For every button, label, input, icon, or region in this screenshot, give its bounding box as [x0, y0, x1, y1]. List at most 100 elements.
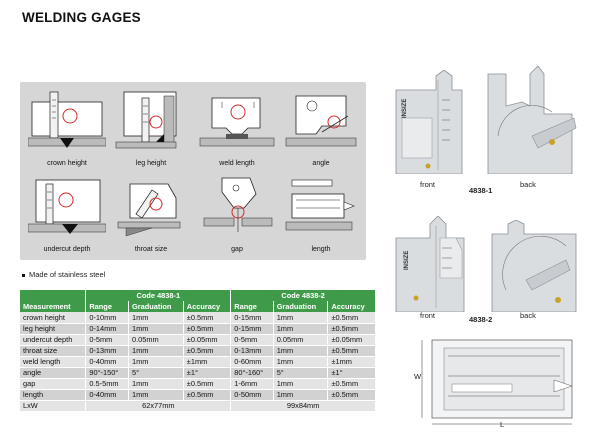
- welding-gage-front-icon: INSIZE: [395, 69, 463, 175]
- table-cell: weld length: [20, 356, 87, 368]
- crown-height-diagram-icon: [28, 91, 106, 148]
- table-cell: ±0.05mm: [183, 334, 232, 346]
- table-cell: ±0.5mm: [183, 389, 232, 401]
- svg-text:INSIZE: INSIZE: [404, 251, 410, 270]
- table-cell: 0-60mm: [230, 356, 274, 368]
- table-cell: 1mm: [128, 345, 184, 357]
- usage-item-gap: gap: [198, 174, 276, 253]
- table-cell: ±0.5mm: [183, 312, 232, 324]
- table-cell: 1mm: [273, 323, 329, 335]
- table-cell: ±0.5mm: [327, 323, 376, 335]
- product-caption-front: front: [420, 180, 436, 189]
- table-cell: LxW: [20, 400, 87, 412]
- table-cell: 5°: [273, 367, 329, 379]
- throat-size-diagram-icon: [117, 183, 181, 237]
- table-cell: 0-13mm: [85, 345, 130, 357]
- table-cell: 1mm: [273, 389, 329, 401]
- length-diagram-icon: [285, 179, 355, 231]
- table-cell: 0-40mm: [85, 389, 130, 401]
- table-cell: 0-5mm: [230, 334, 274, 346]
- bullet-icon: [22, 273, 25, 277]
- table-cell: 0-14mm: [85, 323, 130, 335]
- table-cell: ±0.5mm: [327, 345, 376, 357]
- table-cell: ±0.05mm: [327, 334, 376, 346]
- undercut-depth-diagram-icon: [28, 179, 106, 234]
- dimension-width-label: W: [414, 372, 422, 381]
- table-cell: leg height: [20, 323, 87, 335]
- table-cell: 0-13mm: [230, 345, 274, 357]
- welding-gage-back-icon: [491, 219, 577, 313]
- table-cell: 0-5mm: [85, 334, 130, 346]
- usage-diagram-panel: crown height leg height weld length: [20, 82, 366, 260]
- usage-item-throat-size: throat size: [112, 174, 190, 253]
- table-cell: undercut depth: [20, 334, 87, 346]
- table-cell: 1mm: [273, 356, 329, 368]
- product-code-label: 4838-2: [469, 315, 493, 324]
- product-caption-back: back: [520, 311, 536, 320]
- feature-text: Made of stainless steel: [29, 270, 106, 279]
- table-cell: ±1°: [327, 367, 376, 379]
- angle-diagram-icon: [285, 95, 357, 147]
- table-cell: 0-40mm: [85, 356, 130, 368]
- product-4838-2-front: INSIZE: [392, 215, 468, 313]
- table-column-header: Range: [230, 301, 274, 312]
- table-cell: ±0.5mm: [183, 323, 232, 335]
- table-cell: 0-15mm: [230, 312, 274, 324]
- table-column-header: Accuracy: [327, 301, 376, 312]
- table-column-header: Measurement: [20, 301, 87, 312]
- table-cell: ±0.5mm: [183, 345, 232, 357]
- product-4838-1-back: [482, 65, 582, 175]
- table-cell: 1-6mm: [230, 378, 274, 390]
- weld-length-diagram-icon: [199, 97, 275, 147]
- page-title: WELDING GAGES: [22, 10, 141, 25]
- table-cell: 0-50mm: [230, 389, 274, 401]
- usage-label: weld length: [219, 160, 255, 167]
- table-cell: 0-10mm: [85, 312, 130, 324]
- usage-item-length: length: [282, 174, 360, 253]
- leg-height-diagram-icon: [115, 91, 177, 149]
- table-cell: 1mm: [273, 312, 329, 324]
- usage-item-crown-height: crown height: [28, 88, 106, 167]
- usage-label: undercut depth: [43, 246, 91, 253]
- table-cell: 0-15mm: [230, 323, 274, 335]
- table-cell: 90°-150°: [85, 367, 130, 379]
- usage-label: gap: [231, 246, 243, 253]
- table-cell: 5°: [128, 367, 184, 379]
- welding-gage-front-icon: INSIZE: [395, 215, 465, 313]
- dimension-length-label: L: [500, 420, 505, 429]
- table-cell: ±0.5mm: [327, 312, 376, 324]
- table-column-header: Range: [85, 301, 130, 312]
- table-code-row: Code 4838-1 Code 4838-2: [20, 290, 376, 301]
- table-cell: ±0.5mm: [327, 389, 376, 401]
- table-cell: 62x77mm: [85, 400, 232, 412]
- usage-label: angle: [312, 160, 330, 167]
- table-cell: ±0.5mm: [327, 378, 376, 390]
- table-cell: length: [20, 389, 87, 401]
- table-cell: 1mm: [128, 389, 184, 401]
- table-cell: ±1mm: [327, 356, 376, 368]
- table-cell: 80°-160°: [230, 367, 274, 379]
- dimension-drawing: W L: [414, 336, 582, 429]
- table-cell: 1mm: [128, 356, 184, 368]
- table-cell: 1mm: [128, 312, 184, 324]
- product-4838-1-front: INSIZE: [392, 69, 466, 175]
- table-cell: gap: [20, 378, 87, 390]
- table-cell: 0.5-5mm: [85, 378, 130, 390]
- table-cell: throat size: [20, 345, 87, 357]
- svg-text:INSIZE: INSIZE: [402, 99, 408, 118]
- table-cell: 1mm: [273, 345, 329, 357]
- table-header-row: Measurement Range Graduation Accuracy Ra…: [20, 301, 376, 312]
- product-4838-2-back: [486, 219, 582, 313]
- table-cell: angle: [20, 367, 87, 379]
- table-code-header: Code 4838-2: [230, 290, 376, 301]
- table-cell: 1mm: [273, 378, 329, 390]
